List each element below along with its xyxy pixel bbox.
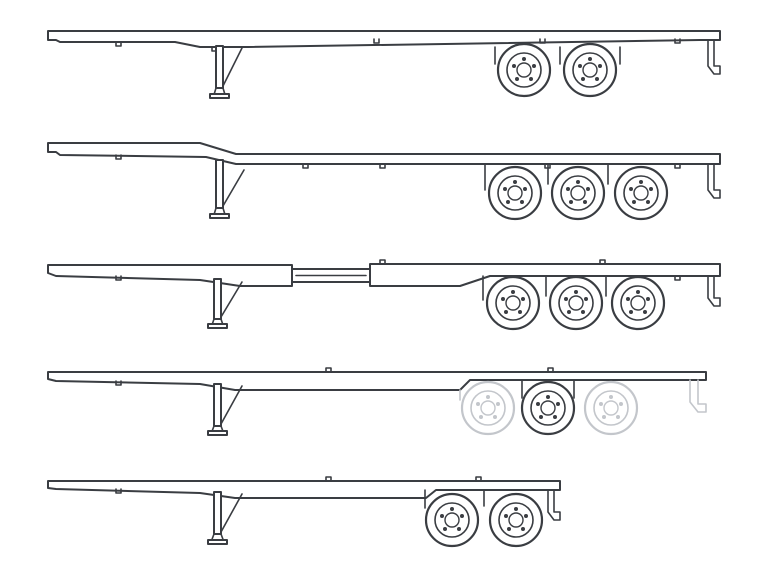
trailer-5-crossmember-tabs bbox=[115, 476, 482, 494]
trailer-3-rear-section bbox=[369, 263, 721, 287]
trailer-1-wheel bbox=[562, 42, 618, 98]
trailer-5-wheel bbox=[424, 492, 480, 548]
trailer-5-axle-hanger bbox=[424, 489, 485, 509]
trailer-4 bbox=[47, 367, 707, 436]
trailer-3-rear-bumper bbox=[707, 275, 721, 307]
trailer-4-frame bbox=[47, 371, 707, 391]
trailer-5-frame bbox=[47, 480, 561, 499]
trailer-4-ghost-wheel bbox=[583, 380, 639, 436]
trailer-5 bbox=[47, 476, 561, 548]
trailer-3-landing-gear bbox=[207, 278, 243, 329]
trailer-1-frame bbox=[47, 30, 721, 48]
trailer-1-crossmember-tabs bbox=[115, 38, 681, 52]
trailer-4-wheel bbox=[520, 380, 576, 436]
trailer-3-wheel bbox=[610, 275, 666, 331]
trailer-5-rear-bumper bbox=[547, 489, 561, 521]
trailer-4-landing-gear bbox=[207, 383, 243, 436]
trailer-4-ghost-wheel bbox=[460, 380, 516, 436]
trailer-2-wheel bbox=[613, 165, 669, 221]
trailer-3-axle-hanger bbox=[482, 275, 607, 301]
trailer-3 bbox=[47, 259, 721, 331]
trailer-5-landing-gear bbox=[207, 491, 243, 545]
trailer-2-wheel bbox=[550, 165, 606, 221]
trailer-1-landing-gear bbox=[209, 45, 243, 99]
trailer-1 bbox=[47, 30, 721, 99]
trailer-2-wheel bbox=[487, 165, 543, 221]
trailer-3-crossmember-tabs bbox=[115, 259, 681, 281]
trailer-2 bbox=[47, 142, 721, 221]
trailer-4-crossmember-tabs bbox=[115, 367, 554, 386]
trailer-2-landing-gear bbox=[209, 159, 245, 219]
trailer-4-retracted-section bbox=[459, 379, 707, 436]
trailer-3-wheel bbox=[548, 275, 604, 331]
trailer-1-rear-bumper bbox=[707, 39, 721, 75]
trailer-2-axle-hanger bbox=[484, 163, 609, 191]
trailer-4-axle-hanger bbox=[521, 379, 575, 399]
trailer-1-wheel bbox=[496, 42, 552, 98]
trailer-5-wheel bbox=[488, 492, 544, 548]
trailer-3-wheel bbox=[485, 275, 541, 331]
trailer-2-crossmember-tabs bbox=[115, 154, 681, 169]
trailer-2-rear-bumper bbox=[707, 163, 721, 199]
trailer-2-frame bbox=[47, 142, 721, 165]
trailer-3-front-section bbox=[47, 264, 293, 287]
trailer-1-axle-hanger bbox=[494, 46, 621, 65]
